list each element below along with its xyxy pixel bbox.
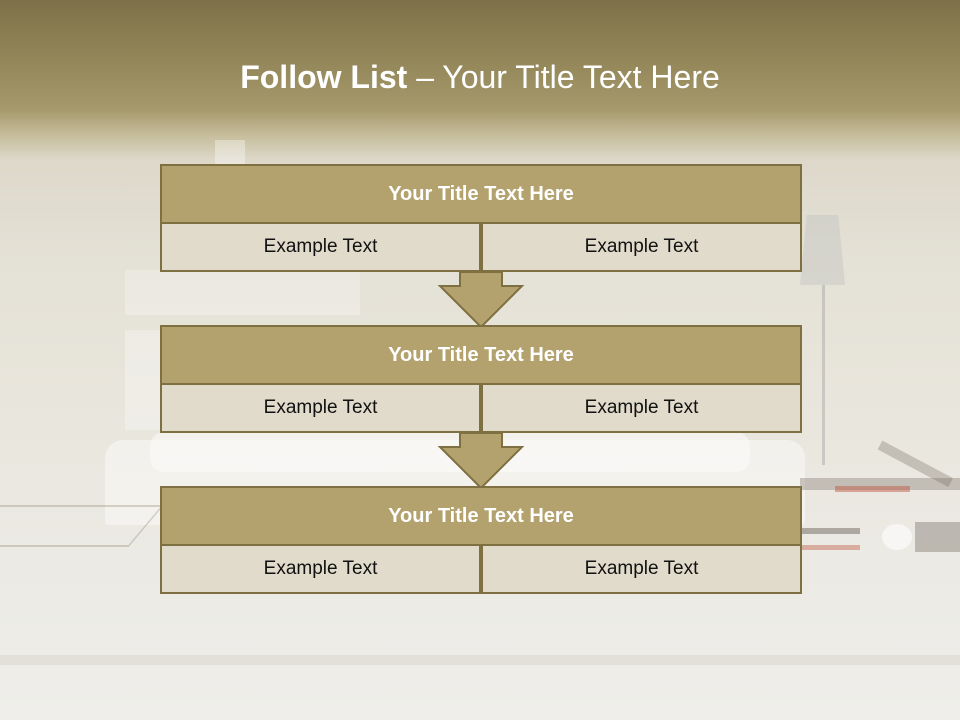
background-vase xyxy=(882,524,912,550)
block-title[interactable]: Your Title Text Here xyxy=(160,164,802,224)
follow-block-2: Your Title Text Here Example Text Exampl… xyxy=(160,325,802,433)
background-lamp-shade xyxy=(800,215,845,285)
block-cell-left[interactable]: Example Text xyxy=(160,222,481,272)
background-books xyxy=(835,486,910,492)
block-cell-left[interactable]: Example Text xyxy=(160,383,481,433)
slide-title-bold: Follow List xyxy=(240,59,408,95)
slide-title[interactable]: Follow List – Your Title Text Here xyxy=(0,55,960,99)
background-floor-line xyxy=(0,655,960,665)
follow-block-3: Your Title Text Here Example Text Exampl… xyxy=(160,486,802,594)
block-title[interactable]: Your Title Text Here xyxy=(160,486,802,546)
follow-block-1: Your Title Text Here Example Text Exampl… xyxy=(160,164,802,272)
block-cell-left[interactable]: Example Text xyxy=(160,544,481,594)
background-shelf xyxy=(125,270,360,315)
background-table xyxy=(800,478,960,490)
block-cell-right[interactable]: Example Text xyxy=(481,222,802,272)
slide-title-rest: – Your Title Text Here xyxy=(416,59,720,95)
background-books xyxy=(800,528,860,534)
background-books xyxy=(800,545,860,550)
arrow-down-icon xyxy=(437,271,525,329)
block-cell-right[interactable]: Example Text xyxy=(481,383,802,433)
background-books xyxy=(915,522,960,552)
arrow-down-icon xyxy=(437,432,525,490)
background-rug xyxy=(0,505,165,547)
background-lamp-stand xyxy=(822,285,825,465)
block-cell-right[interactable]: Example Text xyxy=(481,544,802,594)
block-title[interactable]: Your Title Text Here xyxy=(160,325,802,385)
background-shelf-side xyxy=(125,330,160,430)
